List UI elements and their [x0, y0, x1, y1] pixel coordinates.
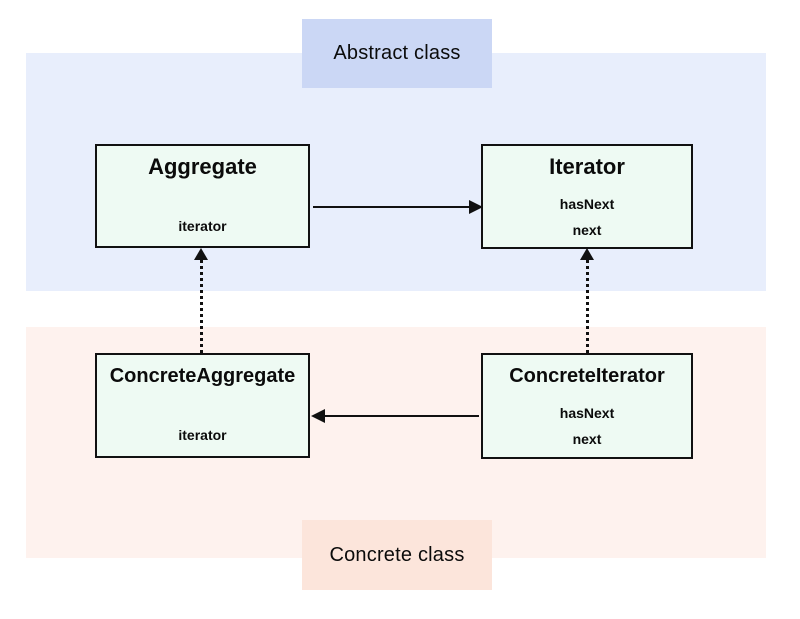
- class-method: iterator: [178, 218, 227, 234]
- abstract-class-label: Abstract class: [302, 19, 492, 88]
- class-title: Aggregate: [148, 154, 257, 179]
- arrowhead-left-icon: [311, 409, 325, 423]
- arrowhead-right-icon: [469, 200, 483, 214]
- arrowhead-up-icon: [580, 248, 594, 260]
- arrowhead-up-icon: [194, 248, 208, 260]
- class-box-concrete-iterator: ConcreteIterator hasNext next: [481, 353, 693, 459]
- arrow-line: [313, 206, 471, 208]
- class-box-concrete-aggregate: ConcreteAggregate iterator: [95, 353, 310, 458]
- dotted-line: [586, 260, 589, 353]
- class-title: Iterator: [549, 154, 625, 179]
- class-method: hasNext: [559, 196, 615, 212]
- concrete-class-label-text: Concrete class: [329, 543, 465, 566]
- concrete-class-label: Concrete class: [302, 520, 492, 590]
- class-method: hasNext: [559, 405, 615, 421]
- abstract-class-label-text: Abstract class: [333, 42, 461, 64]
- class-title: ConcreteAggregate: [109, 365, 296, 387]
- arrow-line: [325, 415, 479, 417]
- class-title: ConcreteIterator: [509, 365, 665, 387]
- class-method: next: [572, 222, 602, 238]
- class-box-aggregate: Aggregate iterator: [95, 144, 310, 248]
- dotted-line: [200, 260, 203, 353]
- class-box-iterator: Iterator hasNext next: [481, 144, 693, 249]
- class-method: next: [572, 431, 602, 447]
- class-method: iterator: [178, 427, 227, 443]
